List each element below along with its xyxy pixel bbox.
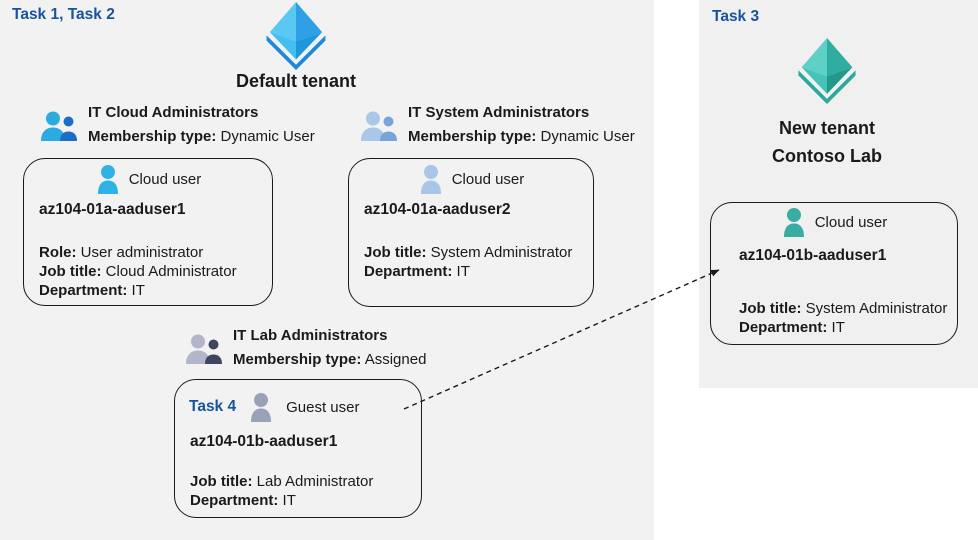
field-job-title: Job title: Cloud Administrator bbox=[39, 262, 272, 281]
cloud-user-icon bbox=[418, 164, 444, 194]
field-label: Department: bbox=[739, 319, 828, 336]
user-card-cloud-user-1: Cloud user az104-01a-aaduser1 Role: User… bbox=[23, 158, 273, 306]
group-name: IT System Administrators bbox=[408, 104, 590, 121]
group-membership: Membership type: Assigned bbox=[233, 350, 426, 369]
field-department: Department: IT bbox=[39, 281, 272, 300]
field-value: IT bbox=[131, 282, 145, 299]
default-tenant-title: Default tenant bbox=[235, 71, 356, 91]
user-type-label: Guest user bbox=[286, 398, 360, 416]
azure-tenant-icon-teal bbox=[794, 38, 860, 104]
group-it-system-administrators: IT System Administrators Membership type… bbox=[360, 103, 635, 146]
field-value: Lab Administrator bbox=[256, 473, 374, 490]
group-icon bbox=[185, 334, 223, 364]
field-value: IT bbox=[282, 492, 296, 509]
field-value: Cloud Administrator bbox=[105, 263, 237, 280]
user-fields: Job title: System Administrator Departme… bbox=[364, 243, 593, 281]
azure-tenant-icon-blue bbox=[262, 2, 330, 70]
membership-value: Dynamic User bbox=[220, 128, 315, 145]
user-card-guest-user: Task 4 Guest user az104-01b-aaduser1 Job… bbox=[174, 379, 422, 518]
group-text: IT Lab Administrators Membership type: A… bbox=[233, 326, 426, 369]
field-job-title: Job title: System Administrator bbox=[364, 243, 593, 262]
task-label-3: Task 3 bbox=[712, 8, 760, 25]
user-type-label: Cloud user bbox=[814, 213, 888, 231]
membership-label: Membership type: bbox=[233, 351, 362, 368]
user-type-label: Cloud user bbox=[451, 170, 525, 188]
field-department: Department: IT bbox=[364, 262, 593, 281]
user-fields: Role: User administrator Job title: Clou… bbox=[39, 243, 272, 300]
field-label: Job title: bbox=[39, 263, 102, 280]
card-header: Cloud user bbox=[24, 164, 272, 194]
field-value: System Administrator bbox=[430, 244, 573, 261]
field-value: User administrator bbox=[80, 244, 204, 261]
guest-user-icon bbox=[248, 392, 274, 422]
field-role: Role: User administrator bbox=[39, 243, 272, 262]
group-it-cloud-administrators: IT Cloud Administrators Membership type:… bbox=[40, 103, 315, 146]
user-name: az104-01b-aaduser1 bbox=[739, 247, 887, 264]
user-name: az104-01b-aaduser1 bbox=[190, 433, 338, 450]
field-job-title: Job title: System Administrator bbox=[739, 299, 957, 318]
user-card-new-tenant-cloud-user: Cloud user az104-01b-aaduser1 Job title:… bbox=[710, 202, 958, 345]
user-name: az104-01a-aaduser2 bbox=[364, 201, 511, 218]
card-header: Cloud user bbox=[349, 164, 593, 194]
task-label-4: Task 4 bbox=[189, 398, 237, 415]
field-department: Department: IT bbox=[739, 318, 957, 337]
field-label: Job title: bbox=[190, 473, 253, 490]
group-icon bbox=[360, 111, 398, 141]
membership-label: Membership type: bbox=[88, 128, 217, 145]
field-value: IT bbox=[456, 263, 470, 280]
user-card-cloud-user-2: Cloud user az104-01a-aaduser2 Job title:… bbox=[348, 158, 594, 307]
field-department: Department: IT bbox=[190, 491, 421, 510]
user-fields: Job title: System Administrator Departme… bbox=[739, 299, 957, 337]
field-label: Department: bbox=[39, 282, 128, 299]
field-label: Job title: bbox=[739, 300, 802, 317]
new-tenant-title: New tenant bbox=[778, 118, 875, 138]
group-name: IT Lab Administrators bbox=[233, 327, 388, 344]
group-text: IT System Administrators Membership type… bbox=[408, 103, 635, 146]
group-membership: Membership type: Dynamic User bbox=[88, 127, 315, 146]
user-type-label: Cloud user bbox=[128, 170, 202, 188]
user-fields: Job title: Lab Administrator Department:… bbox=[190, 472, 421, 510]
new-tenant-subtitle: Contoso Lab bbox=[772, 146, 882, 166]
user-name: az104-01a-aaduser1 bbox=[39, 201, 186, 218]
group-icon bbox=[40, 111, 78, 141]
field-value: IT bbox=[831, 319, 845, 336]
group-it-lab-administrators: IT Lab Administrators Membership type: A… bbox=[185, 326, 426, 369]
group-name: IT Cloud Administrators bbox=[88, 104, 259, 121]
field-value: System Administrator bbox=[805, 300, 948, 317]
field-label: Department: bbox=[190, 492, 279, 509]
field-job-title: Job title: Lab Administrator bbox=[190, 472, 421, 491]
membership-value: Assigned bbox=[364, 351, 427, 368]
group-text: IT Cloud Administrators Membership type:… bbox=[88, 103, 315, 146]
membership-value: Dynamic User bbox=[540, 128, 635, 145]
membership-label: Membership type: bbox=[408, 128, 537, 145]
card-header: Task 4 Guest user bbox=[175, 392, 421, 422]
cloud-user-icon bbox=[781, 207, 807, 237]
task-label-1-2: Task 1, Task 2 bbox=[12, 6, 115, 23]
card-header: Cloud user bbox=[711, 207, 957, 237]
field-label: Role: bbox=[39, 244, 77, 261]
field-label: Job title: bbox=[364, 244, 427, 261]
group-membership: Membership type: Dynamic User bbox=[408, 127, 635, 146]
cloud-user-icon bbox=[95, 164, 121, 194]
field-label: Department: bbox=[364, 263, 453, 280]
